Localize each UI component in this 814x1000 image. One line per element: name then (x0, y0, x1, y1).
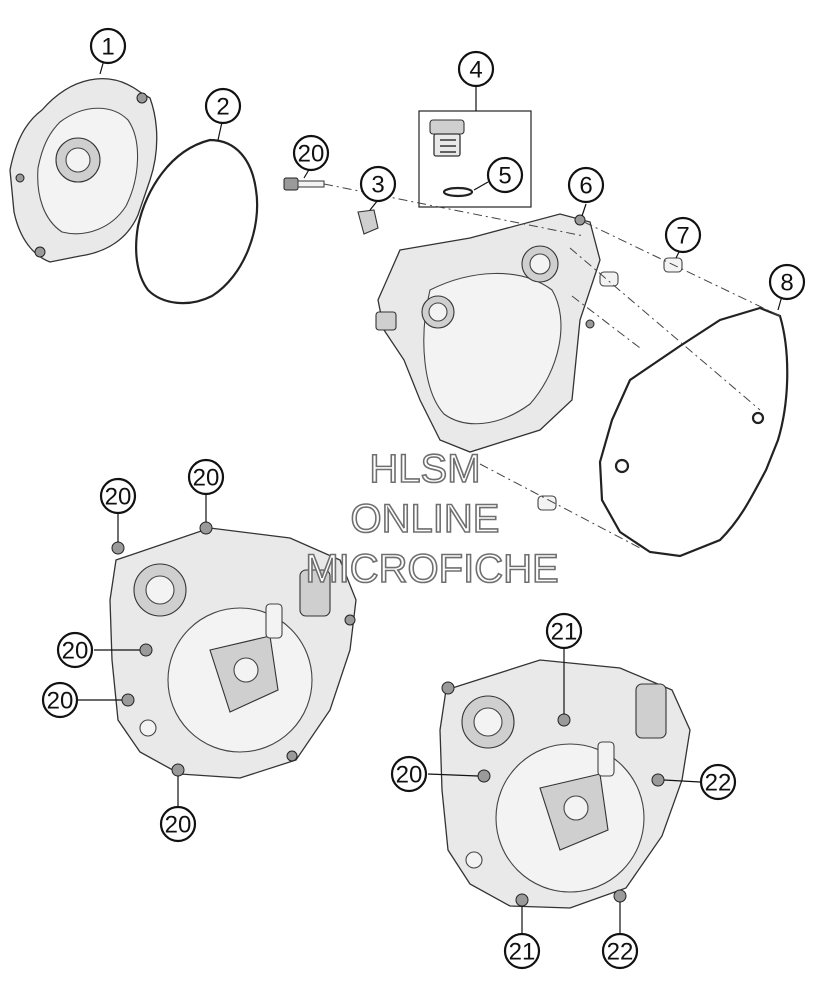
leader-20-f (427, 773, 479, 777)
svg-text:20: 20 (165, 812, 192, 839)
part-20-bolt-top[interactable] (283, 167, 325, 191)
watermark: HLSM ONLINE MICROFICHE (305, 446, 560, 592)
part-5-o-ring[interactable] (442, 181, 489, 198)
svg-text:7: 7 (676, 223, 689, 250)
part-6-inner-cover[interactable] (375, 203, 601, 453)
watermark-line-2: ONLINE (351, 497, 500, 541)
callout-20-ll-c[interactable]: 20 (56, 631, 94, 669)
assembled-cover-right[interactable] (439, 659, 691, 909)
callout-21-lr-b[interactable]: 21 (503, 932, 541, 970)
callout-20-ll-d[interactable]: 20 (41, 681, 79, 719)
svg-text:4: 4 (469, 57, 482, 84)
part-2-gasket[interactable] (135, 121, 259, 305)
svg-text:5: 5 (498, 163, 511, 190)
part-3-clip[interactable] (357, 199, 379, 235)
part-4-plug[interactable] (429, 119, 465, 157)
svg-text:1: 1 (101, 34, 114, 61)
svg-text:2: 2 (216, 94, 229, 121)
callout-20-ll-a[interactable]: 20 (99, 477, 137, 515)
svg-text:20: 20 (298, 141, 325, 168)
callout-20-ll-b[interactable]: 20 (187, 458, 225, 496)
callout-20-ll-e[interactable]: 20 (159, 805, 197, 843)
callout-3[interactable]: 3 (359, 165, 397, 203)
svg-text:20: 20 (105, 484, 132, 511)
svg-text:22: 22 (607, 939, 634, 966)
watermark-line-1: HLSM (369, 447, 480, 491)
part-1-ignition-cover[interactable] (9, 45, 158, 263)
callout-5[interactable]: 5 (486, 156, 524, 194)
svg-text:22: 22 (705, 770, 732, 797)
callout-2[interactable]: 2 (204, 87, 242, 125)
callout-1[interactable]: 1 (89, 27, 127, 65)
callout-8[interactable]: 8 (768, 263, 806, 301)
svg-text:8: 8 (780, 270, 793, 297)
callout-22-lr-b[interactable]: 22 (601, 932, 639, 970)
callout-7[interactable]: 7 (664, 216, 702, 254)
assembled-cover-left[interactable] (109, 521, 357, 779)
svg-text:21: 21 (551, 619, 578, 646)
leader-22-a (663, 779, 701, 783)
svg-text:20: 20 (47, 688, 74, 715)
callout-20-top[interactable]: 20 (292, 134, 330, 172)
svg-text:20: 20 (193, 465, 220, 492)
callout-4[interactable]: 4 (457, 50, 495, 88)
svg-text:6: 6 (579, 173, 592, 200)
svg-text:21: 21 (509, 939, 536, 966)
part-4-5-box (418, 86, 532, 208)
watermark-line-3: MICROFICHE (305, 547, 558, 591)
callout-22-lr-a[interactable]: 22 (699, 763, 737, 801)
callout-6[interactable]: 6 (567, 166, 605, 204)
callout-20-lr[interactable]: 20 (390, 755, 428, 793)
callout-21-lr-a[interactable]: 21 (545, 612, 583, 650)
svg-text:3: 3 (371, 172, 384, 199)
svg-text:20: 20 (396, 762, 423, 789)
part-8-cover-gasket[interactable] (598, 295, 789, 558)
svg-text:20: 20 (62, 638, 89, 665)
